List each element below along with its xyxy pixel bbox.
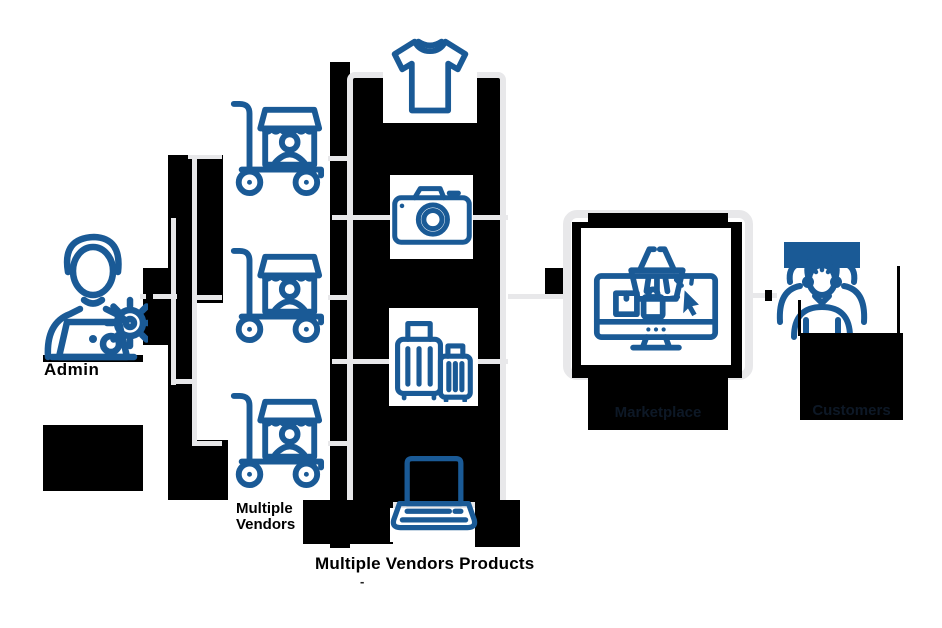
tshirt-icon <box>386 32 474 122</box>
black-block-under-products-left <box>303 500 393 544</box>
connector-vendor2-products <box>328 295 350 300</box>
connector-trunk2-vertical <box>192 155 197 446</box>
products-label: Multiple Vendors Products <box>315 554 535 573</box>
products-group-frame <box>347 72 506 508</box>
connector-products-marketplace <box>508 294 565 299</box>
vendor-icon-3 <box>220 390 330 490</box>
vendors-label: Multiple Vendors <box>236 500 296 533</box>
camera-icon <box>392 184 472 246</box>
laptop-icon <box>388 453 480 537</box>
vendor-icon-2 <box>220 245 330 345</box>
black-block-customers <box>800 333 903 420</box>
black-block-under-products-right <box>475 500 520 547</box>
connector-vendor3-products <box>328 441 350 446</box>
products-label-dash: - <box>360 574 365 589</box>
black-block-bottom-left <box>43 425 143 491</box>
marketplace-label: Marketplace <box>614 404 702 421</box>
vendor-icon-1 <box>220 98 330 198</box>
connector-branch-top <box>188 155 222 159</box>
admin-icon <box>38 226 148 361</box>
connector-vendor1-products <box>328 156 350 161</box>
customers-frame-left-edge <box>798 300 801 336</box>
connector-arrow-admin <box>146 291 153 302</box>
customers-icon <box>770 240 874 340</box>
marketplace-monitor-icon <box>593 236 719 358</box>
customers-label: Customers <box>812 402 891 419</box>
connector-arrow-customers <box>765 290 772 301</box>
connector-trunk-join <box>171 379 197 384</box>
customers-frame-right-edge <box>897 266 900 336</box>
connector-admin-trunk <box>140 294 177 299</box>
black-column-products-left <box>330 62 350 548</box>
connector-branch-bottom <box>192 441 222 446</box>
connector-branch-middle <box>192 295 222 300</box>
black-block-trunk-bottom <box>168 440 228 500</box>
black-block-monitor-left <box>545 268 563 294</box>
luggage-icon <box>392 314 474 402</box>
connector-trunk1-vertical <box>171 218 176 385</box>
admin-label: Admin <box>44 360 100 379</box>
